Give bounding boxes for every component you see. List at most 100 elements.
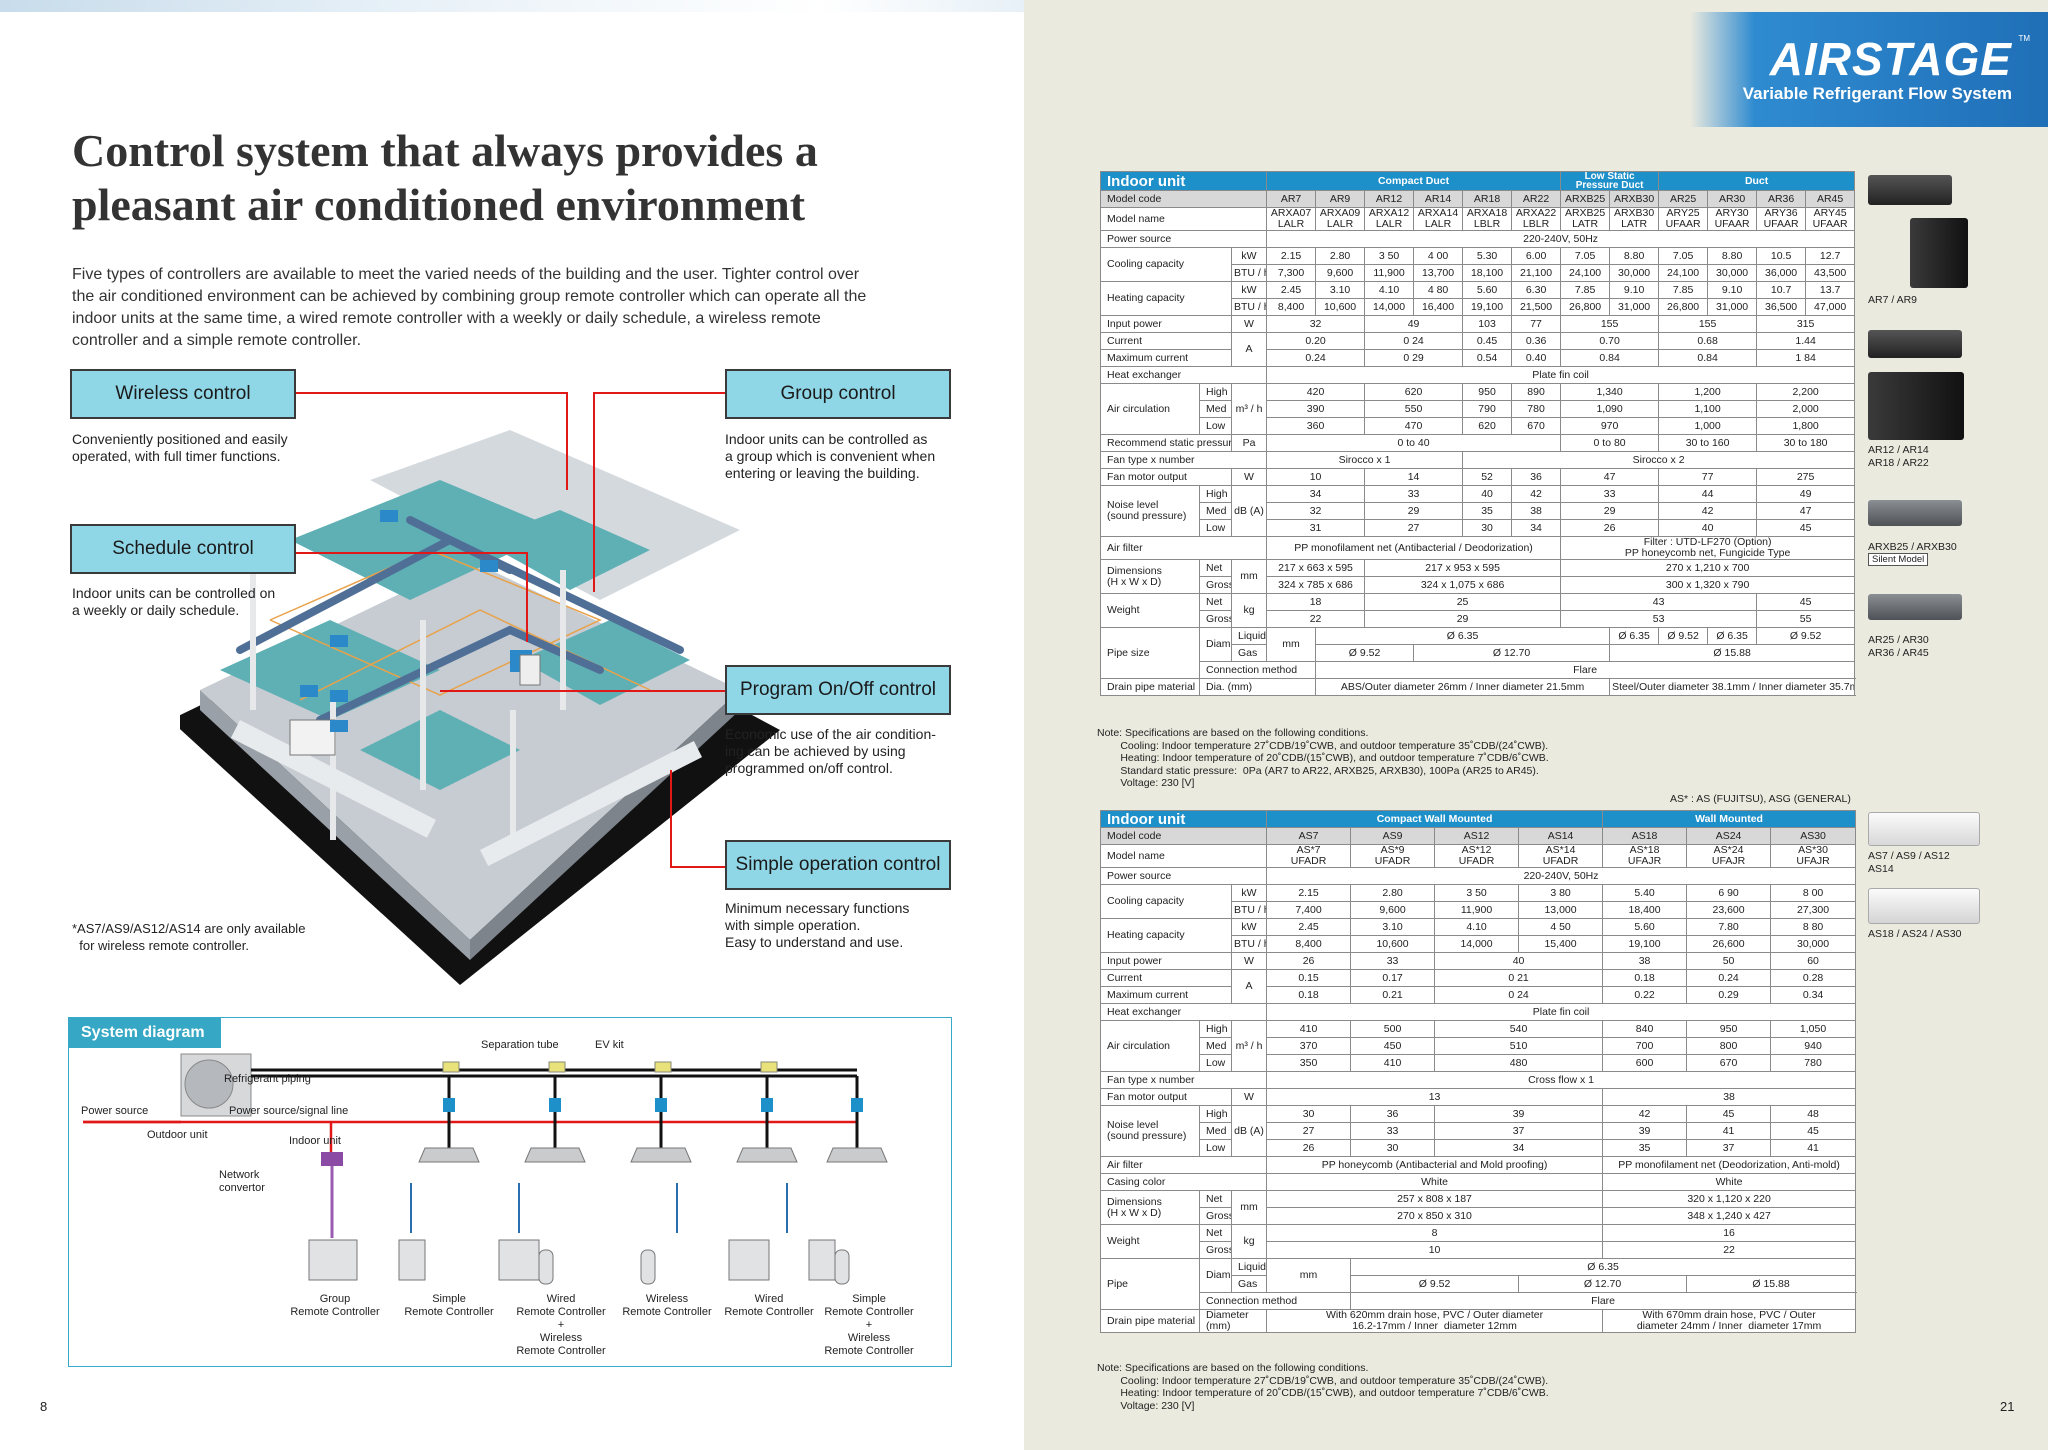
product-caption: AR12 / AR14 AR18 / AR22	[1868, 444, 1929, 470]
table-cell: 9,600	[1315, 264, 1366, 282]
table-cell: 950	[1462, 383, 1513, 401]
table-cell: 8	[1266, 1224, 1604, 1242]
table-cell: 23,600	[1686, 901, 1772, 919]
caption-line: ARXB25 / ARXB30	[1868, 541, 1957, 553]
table-cell: 40	[1462, 485, 1513, 503]
system-diagram: System diagram	[68, 1017, 952, 1367]
refrigerant-piping-label: Refrigerant piping	[224, 1073, 311, 1085]
table-cell: White	[1266, 1173, 1604, 1191]
table-cell: 8 00	[1770, 884, 1857, 902]
table-cell: 45	[1686, 1105, 1772, 1123]
table-cell: 33	[1350, 952, 1436, 970]
table-cell: 45	[1770, 1122, 1857, 1140]
table-cell: 1,000	[1658, 417, 1758, 435]
table-cell: Cooling capacity	[1100, 884, 1232, 919]
table-cell: Cross flow x 1	[1266, 1071, 1857, 1089]
table-cell: kW	[1230, 281, 1268, 299]
desc-line: Indoor units can be controlled as	[725, 431, 928, 447]
controller-label: Remote Controller	[516, 1306, 606, 1318]
table-cell: Liquid	[1230, 1258, 1268, 1276]
table-cell: ARY36 UFAAR	[1756, 207, 1807, 231]
table-cell: 27,300	[1770, 901, 1857, 919]
program-onoff-control-box: Program On/Off control	[725, 665, 951, 715]
schedule-control-box: Schedule control	[70, 524, 296, 574]
table-cell: 45	[1756, 593, 1856, 611]
table-cell: 0.18	[1266, 986, 1352, 1004]
table-cell: 700	[1602, 1037, 1688, 1055]
duct-spec-table: Indoor unit Compact Duct Low Static Pres…	[1099, 171, 1856, 696]
table-cell: Model name	[1099, 207, 1268, 231]
table-cell: Sirocco x 1	[1266, 451, 1464, 469]
table-cell: 10.5	[1756, 247, 1807, 265]
table-cell: 0 to 40	[1266, 434, 1562, 452]
table-cell: With 620mm drain hose, PVC / Outer diame…	[1266, 1309, 1604, 1333]
product-image-ar25	[1868, 594, 1962, 620]
indoor-unit-label: Indoor unit	[289, 1135, 341, 1147]
table-cell: 36,000	[1756, 264, 1807, 282]
table-cell: 390	[1266, 400, 1366, 418]
table-cell: AS*9 UFADR	[1350, 844, 1436, 868]
table-cell: Maximum current	[1100, 986, 1232, 1004]
table-cell: kW	[1230, 918, 1268, 936]
table-cell: m³ / h	[1230, 383, 1268, 435]
wall-spec-table: Indoor unit Compact Wall Mounted Wall Mo…	[1099, 810, 1857, 1333]
table-cell: 36,500	[1756, 298, 1807, 316]
controller-label: Remote Controller	[404, 1306, 494, 1318]
table-cell: Pipe size	[1100, 627, 1200, 679]
table-cell: 800	[1686, 1037, 1772, 1055]
table-cell: Flare	[1315, 661, 1856, 679]
table-cell: 420	[1266, 383, 1366, 401]
table-cell: Air circulation	[1100, 383, 1200, 435]
table-cell: Net	[1199, 1190, 1232, 1208]
controller-label: Group	[320, 1293, 351, 1305]
table-cell: Dia. (mm)	[1198, 678, 1317, 696]
leader-line	[296, 552, 526, 554]
table-cell: ARY25 UFAAR	[1658, 207, 1709, 231]
table-cell: 37	[1686, 1139, 1772, 1157]
table-cell: Model name	[1099, 844, 1268, 868]
table-cell: 217 x 953 x 595	[1364, 559, 1562, 577]
intro-line: Five types of controllers are available …	[72, 266, 860, 283]
table-cell: 30	[1350, 1139, 1436, 1157]
table-cell: kW	[1230, 247, 1268, 265]
table-cell: 47,000	[1805, 298, 1856, 316]
table-cell: 155	[1560, 315, 1660, 333]
wireless-control-desc: Conveniently positioned and easily opera…	[72, 431, 288, 465]
table-cell: Ø 6.35	[1609, 627, 1660, 645]
network-convertor-label-2: convertor	[219, 1182, 265, 1194]
table-cell: 257 x 808 x 187	[1266, 1190, 1604, 1208]
table-cell: 670	[1511, 417, 1562, 435]
table-cell: 500	[1350, 1020, 1436, 1038]
table-cell: 33	[1560, 485, 1660, 503]
table-cell: Heating capacity	[1100, 918, 1232, 953]
table-cell: 42	[1511, 485, 1562, 503]
table-cell: 940	[1770, 1037, 1857, 1055]
table-cell: 33	[1364, 485, 1464, 503]
desc-line: ing can be achieved by using	[725, 743, 906, 759]
table-cell: Heat exchanger	[1099, 366, 1268, 384]
table-cell: 8.80	[1707, 247, 1758, 265]
table-cell: ARXB30 LATR	[1609, 207, 1660, 231]
table-cell: Heat exchanger	[1099, 1003, 1268, 1021]
product-image-as18	[1868, 888, 1980, 924]
model-code-cell: AR30	[1707, 190, 1758, 208]
table-cell: 7.05	[1658, 247, 1709, 265]
table-cell: 0.40	[1511, 349, 1562, 367]
table-cell: Med	[1199, 1037, 1232, 1055]
table-cell: 11,900	[1364, 264, 1415, 282]
table-cell: ARXA09 LALR	[1315, 207, 1366, 231]
table-cell: Low	[1199, 1139, 1232, 1157]
table-cell: 300 x 1,320 x 790	[1560, 576, 1856, 594]
table-cell: mm	[1230, 559, 1268, 594]
table-cell: 320 x 1,120 x 220	[1602, 1190, 1857, 1208]
table-cell: 0.84	[1560, 349, 1660, 367]
